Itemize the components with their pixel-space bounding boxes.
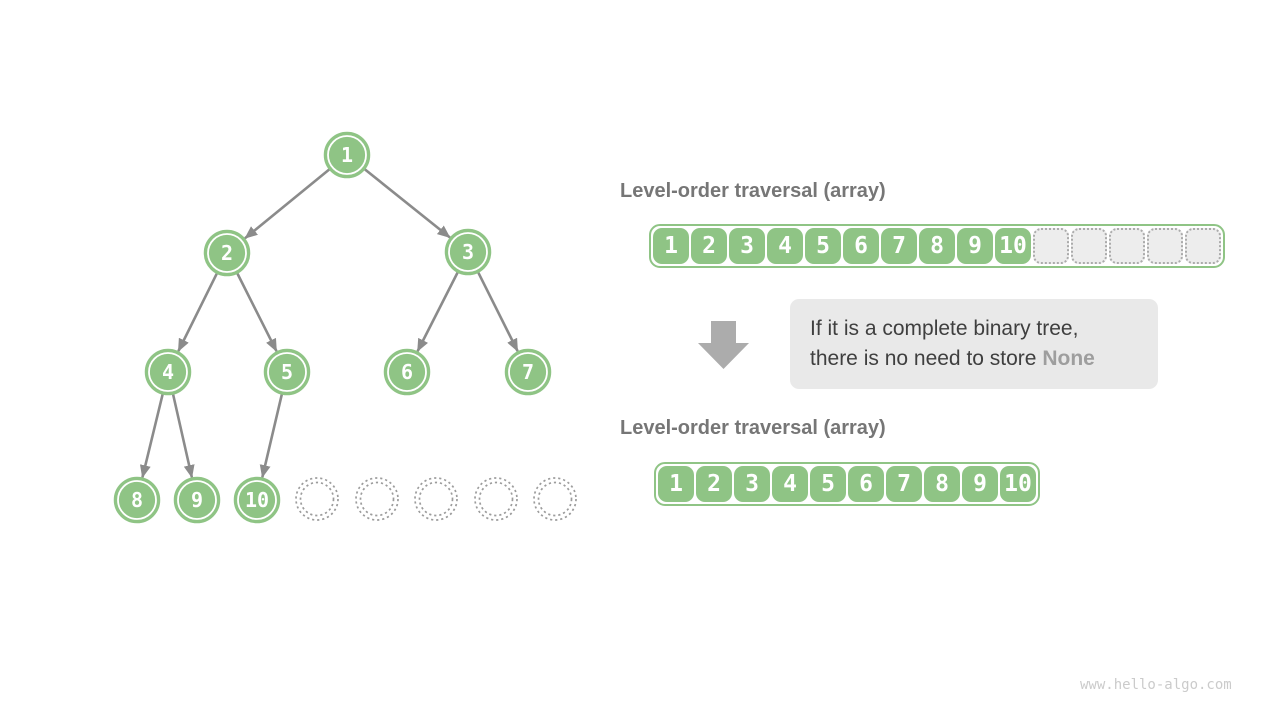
tree-node-label: 10 [245, 488, 269, 512]
array-cell: 2 [691, 228, 727, 264]
top-array-label: Level-order traversal (array) [620, 180, 886, 202]
tree-empty-node [474, 477, 518, 521]
tree-node-9: 9 [173, 476, 221, 524]
tree-edges [139, 168, 519, 479]
tree-empty-node [295, 477, 339, 521]
array-cell: 6 [843, 228, 879, 264]
tree-node-label: 9 [191, 488, 203, 512]
tree-node-label: 2 [221, 241, 233, 265]
array-cell: 9 [962, 466, 998, 502]
bottom-array-label: Level-order traversal (array) [620, 417, 886, 439]
tree-node-3: 3 [444, 228, 492, 276]
tree-node-label: 3 [462, 240, 474, 264]
array-cell: 4 [767, 228, 803, 264]
tree-node-5: 5 [263, 348, 311, 396]
tree-node-label: 7 [522, 360, 534, 384]
tree-edge-3-6 [416, 271, 459, 352]
array-cell-empty [1109, 228, 1145, 264]
tree-edge-5-10 [259, 393, 284, 479]
array-cell-empty [1071, 228, 1107, 264]
array-cell: 4 [772, 466, 808, 502]
array-cell: 10 [995, 228, 1031, 264]
array-cell: 5 [810, 466, 846, 502]
array-cell: 1 [658, 466, 694, 502]
tree-edge-4-9 [171, 393, 195, 479]
tree-node-10: 10 [233, 476, 281, 524]
tree-node-1: 1 [323, 131, 371, 179]
tree-node-label: 6 [401, 360, 413, 384]
tree-node-8: 8 [113, 476, 161, 524]
tree-node-7: 7 [504, 348, 552, 396]
array-cell: 6 [848, 466, 884, 502]
bottom-array: 1 2 3 4 5 6 7 8 9 10 [654, 462, 1040, 506]
array-cell: 7 [886, 466, 922, 502]
array-cell: 2 [696, 466, 732, 502]
array-cell-empty [1033, 228, 1069, 264]
array-cell: 1 [653, 228, 689, 264]
array-cell: 10 [1000, 466, 1036, 502]
tree-empty-nodes [295, 477, 577, 521]
array-cell-empty [1147, 228, 1183, 264]
top-array: 1 2 3 4 5 6 7 8 9 10 [649, 224, 1225, 268]
array-cell: 3 [734, 466, 770, 502]
tree-edge-1-3 [363, 168, 451, 239]
array-cell: 3 [729, 228, 765, 264]
tree-empty-node [355, 477, 399, 521]
note-box: If it is a complete binary tree, there i… [790, 299, 1158, 389]
array-cell: 7 [881, 228, 917, 264]
array-cell: 9 [957, 228, 993, 264]
note-line2: there is no need to store [810, 347, 1037, 370]
binary-tree-diagram: 1 2 3 4 5 [113, 131, 577, 524]
tree-node-label: 1 [341, 143, 353, 167]
tree-edge-1-2 [244, 168, 331, 240]
tree-node-2: 2 [203, 229, 251, 277]
tree-edge-2-5 [236, 272, 278, 352]
tree-node-label: 5 [281, 360, 293, 384]
tree-edge-4-8 [139, 393, 164, 479]
tree-node-label: 8 [131, 488, 143, 512]
array-cell-empty [1185, 228, 1221, 264]
tree-empty-node [533, 477, 577, 521]
note-line1: If it is a complete binary tree, [810, 317, 1079, 340]
tree-empty-node [414, 477, 458, 521]
watermark: www.hello-algo.com [1080, 677, 1232, 693]
array-cell: 8 [919, 228, 955, 264]
tree-node-label: 4 [162, 360, 174, 384]
tree-edge-2-4 [177, 272, 219, 352]
tree-node-4: 4 [144, 348, 192, 396]
array-cell: 5 [805, 228, 841, 264]
tree-edge-3-7 [476, 271, 519, 352]
array-cell: 8 [924, 466, 960, 502]
tree-node-6: 6 [383, 348, 431, 396]
note-none-keyword: None [1042, 347, 1095, 370]
tree-nodes: 1 2 3 4 5 [113, 131, 552, 524]
down-arrow-icon [698, 321, 749, 369]
